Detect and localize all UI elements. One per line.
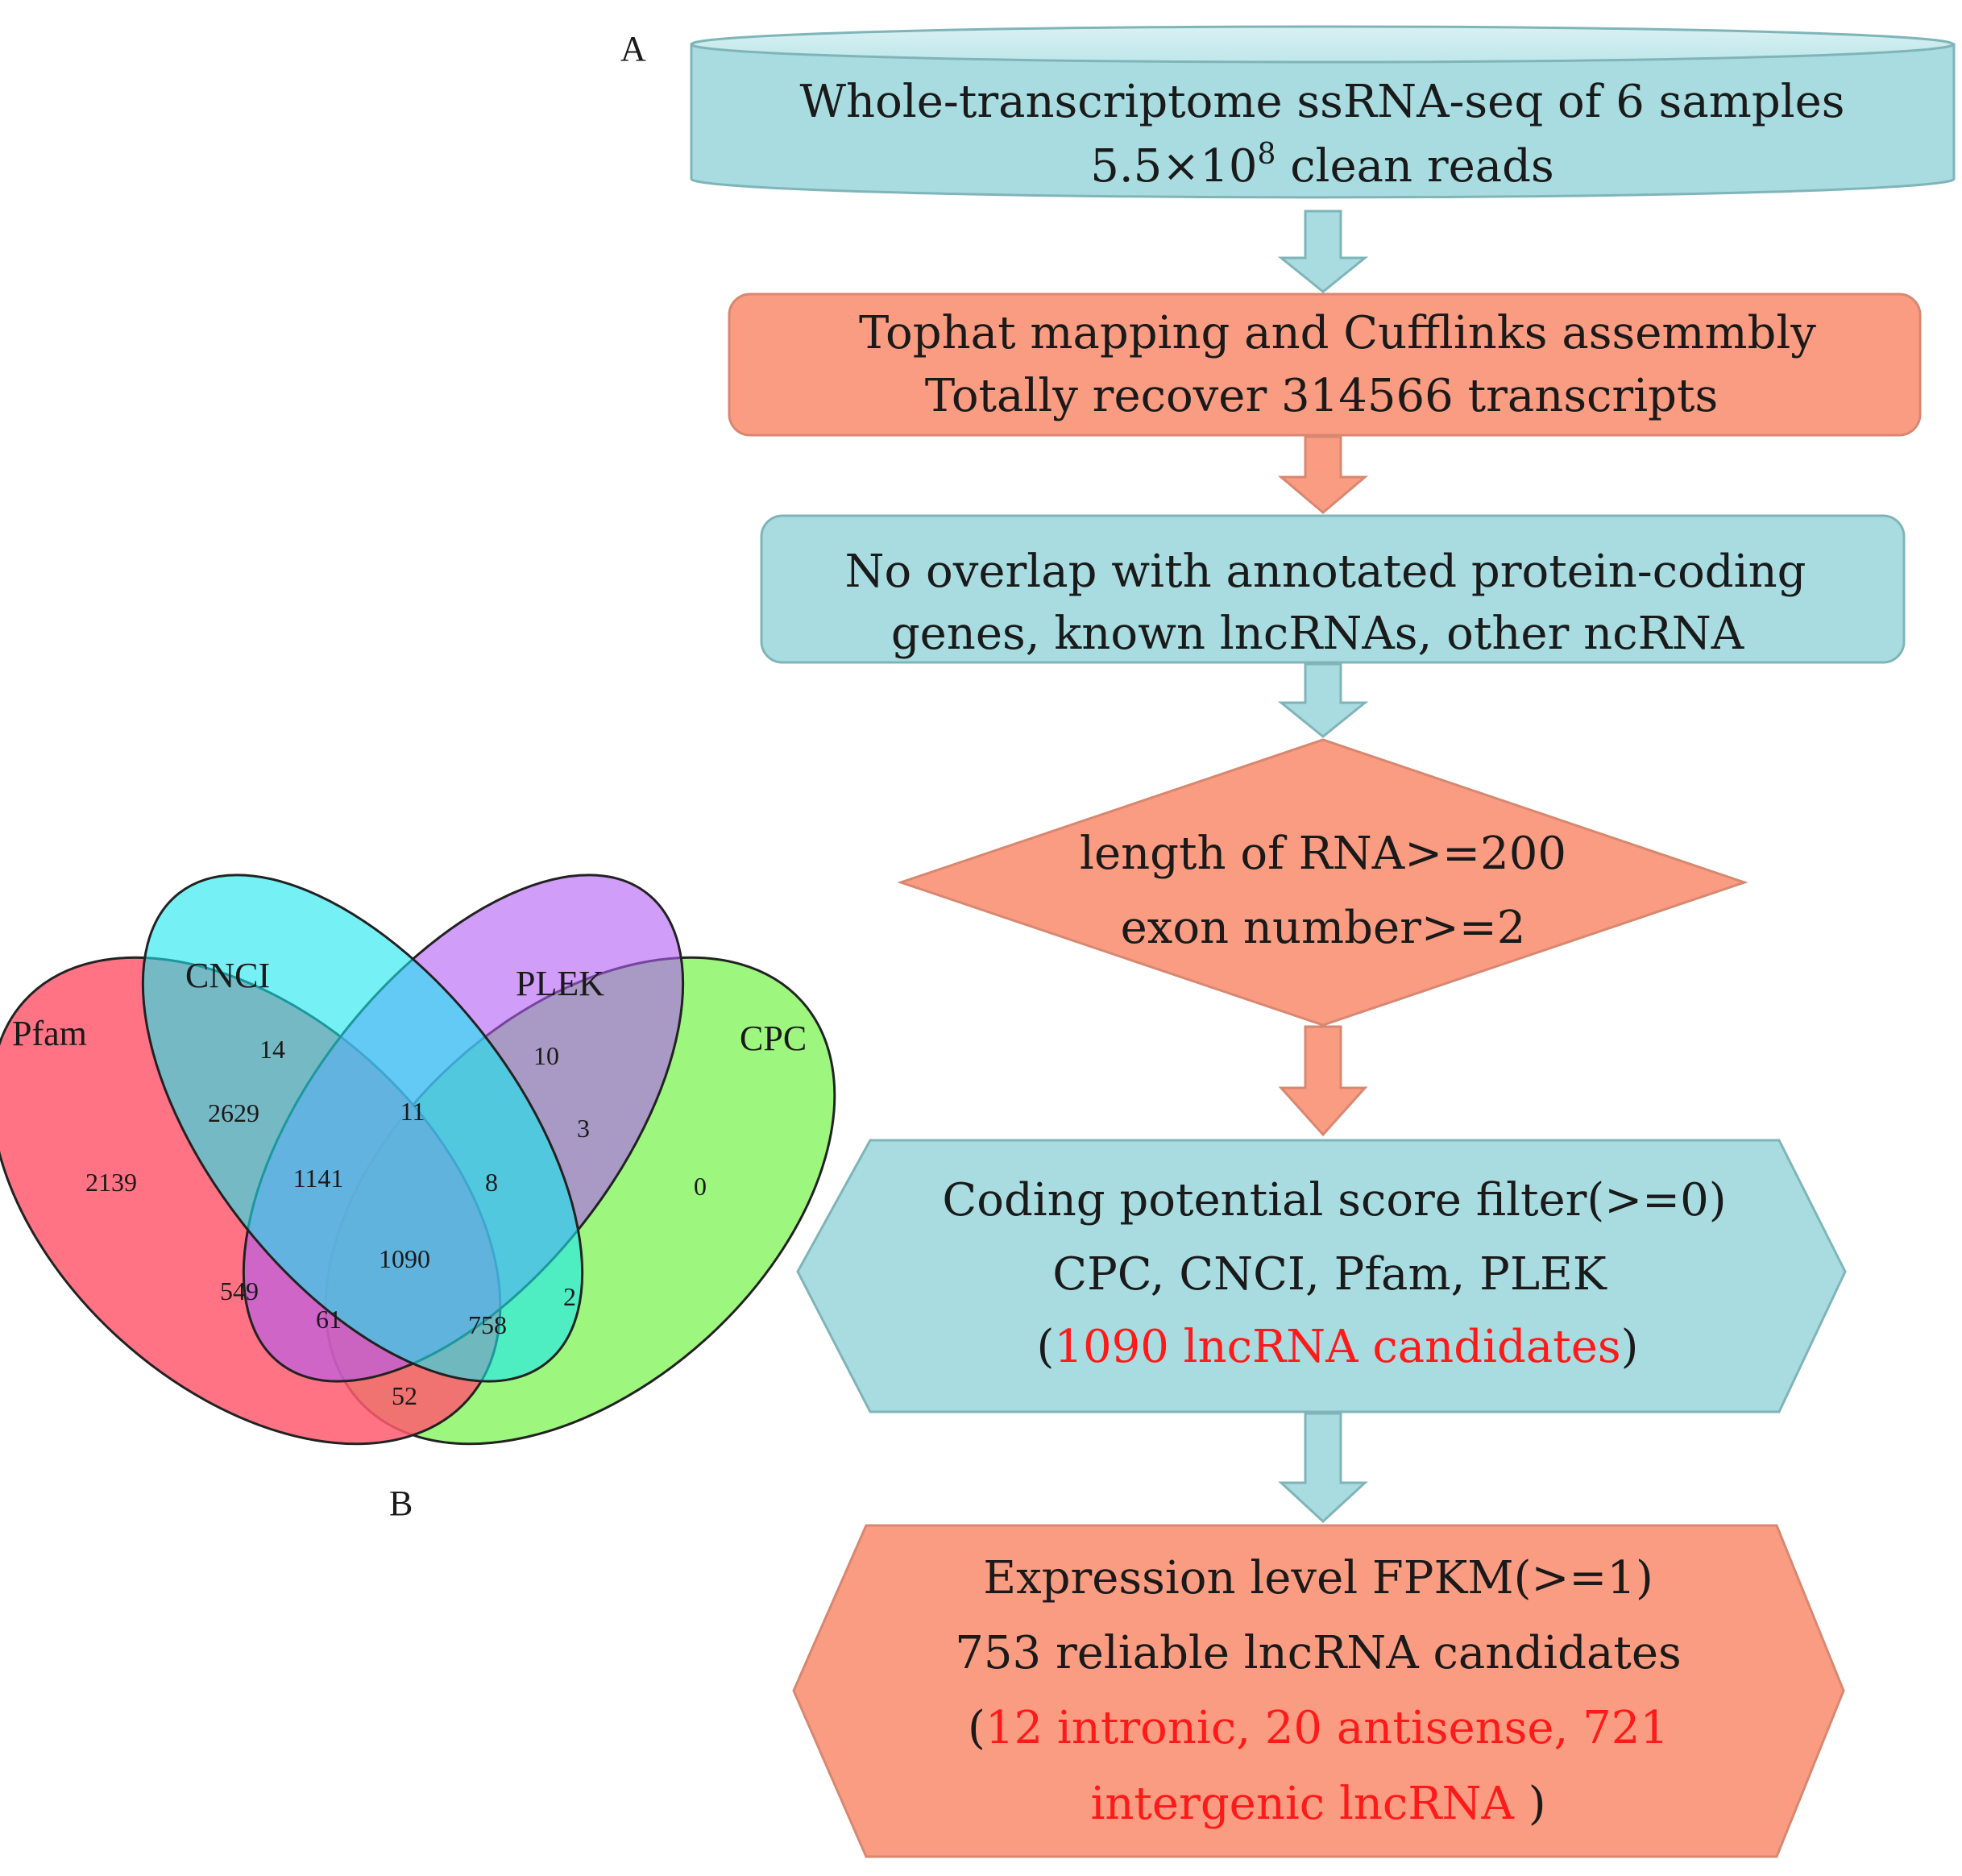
venn-count-pfam-cnci-cpc: 758 (468, 1310, 507, 1339)
step2-rect (728, 293, 1922, 437)
venn-count-plek-cpc: 3 (577, 1114, 590, 1143)
step6-line3: (12 intronic, 20 antisense, 721 (968, 1702, 1669, 1754)
step5-hexagon: Coding potential score filter(>=0) CPC, … (796, 1139, 1847, 1413)
step4-diamond: length of RNA>=200 exon number>=2 (897, 738, 1748, 1027)
venn-label-plek: PLEK (516, 964, 604, 1003)
venn-count-pfam-cnci-plek: 1141 (293, 1164, 344, 1193)
venn-ellipse-cnci (141, 874, 584, 1383)
venn-count-cnci-cpc: 2 (563, 1282, 576, 1311)
venn-count-cnci-only: 14 (259, 1035, 285, 1064)
venn-count-cnci-plek: 11 (400, 1097, 425, 1126)
step5-line1: Coding potential score filter(>=0) (942, 1174, 1726, 1226)
venn-count-pfam-cpc: 52 (392, 1381, 417, 1410)
venn-count-cnci-plek-cpc: 8 (485, 1168, 498, 1197)
step1-line1: Whole-transcriptome ssRNA-seq of 6 sampl… (800, 76, 1845, 128)
cylinder-body (690, 43, 1956, 199)
step3-line1: No overlap with annotated protein-coding (845, 546, 1806, 598)
step2-box: Tophat mapping and Cufflinks assemmbly T… (728, 293, 1922, 437)
cylinder-top (690, 25, 1955, 64)
step3-box: No overlap with annotated protein-coding… (760, 514, 1906, 664)
venn-label-pfam: Pfam (12, 1014, 87, 1053)
step6-hexagon: Expression level FPKM(>=1) 753 reliable … (792, 1524, 1845, 1858)
arrow-3 (1277, 662, 1369, 738)
venn-count-all-four: 1090 (379, 1244, 430, 1273)
step1-line2: 5.5×108 clean reads (1090, 138, 1554, 193)
step2-line1: Tophat mapping and Cufflinks assemmbly (859, 307, 1816, 359)
step4-shape (897, 738, 1748, 1027)
venn-diagram: Pfam CNCI PLEK CPC 14 10 2629 11 3 2139 … (0, 874, 836, 1446)
step6-shape (792, 1524, 1845, 1858)
step4-line1: length of RNA>=200 (1080, 828, 1566, 880)
venn-count-pfam-only: 2139 (85, 1168, 137, 1197)
step6-line2: 753 reliable lncRNA candidates (955, 1627, 1681, 1679)
step3-line2: genes, known lncRNAs, other ncRNA (891, 608, 1744, 660)
step5-line2: CPC, CNCI, Pfam, PLEK (1052, 1248, 1607, 1301)
step5-line3: (1090 lncRNA candidates) (1037, 1321, 1639, 1373)
step3-rect (760, 514, 1906, 664)
venn-count-pfam-plek-cpc: 61 (316, 1305, 342, 1334)
step5-shape (796, 1139, 1847, 1413)
venn-count-pfam-cnci: 2629 (208, 1098, 259, 1127)
venn-label-cnci: CNCI (185, 956, 270, 995)
venn-count-pfam-plek: 549 (220, 1276, 259, 1305)
venn-label-cpc: CPC (740, 1019, 807, 1058)
arrow-4 (1278, 1025, 1368, 1137)
venn-count-plek-only: 10 (533, 1041, 559, 1070)
venn-count-cpc-only: 0 (694, 1172, 707, 1201)
step1-cylinder: Whole-transcriptome ssRNA-seq of 6 sampl… (690, 25, 1956, 199)
arrow-5 (1278, 1412, 1368, 1524)
step4-line2: exon number>=2 (1121, 902, 1526, 954)
step6-line4: intergenic lncRNA ) (1090, 1778, 1545, 1830)
panel-label-b: B (389, 1484, 413, 1523)
step6-line1: Expression level FPKM(>=1) (983, 1552, 1653, 1604)
step2-line2: Totally recover 314566 transcripts (925, 370, 1718, 422)
arrow-2 (1277, 435, 1369, 514)
arrow-1 (1277, 210, 1369, 293)
panel-label-a: A (620, 29, 646, 68)
